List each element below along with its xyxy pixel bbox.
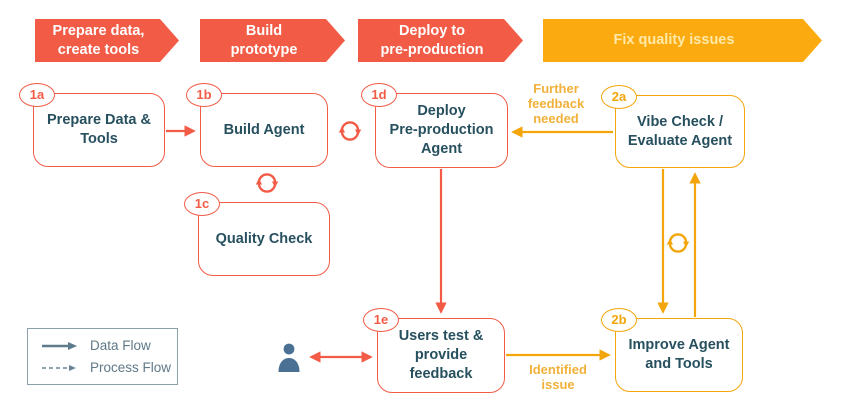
cycle-icon — [338, 121, 362, 141]
node-build-agent: 1b Build Agent — [186, 83, 328, 167]
stage-banner-label: Deploy to pre-production — [380, 23, 484, 58]
legend-label-process-flow: Process Flow — [90, 360, 172, 375]
node-label: Deploy Pre-production Agent — [389, 103, 494, 157]
badge-1d: 1d — [361, 83, 397, 107]
cycle-icon — [255, 173, 279, 193]
badge-2a: 2a — [601, 85, 637, 109]
stage-banner-label: Fix quality issues — [613, 32, 735, 49]
node-users-test-provide-feedback: 1e Users test & provide feedback — [363, 308, 505, 393]
badge-1b: 1b — [186, 83, 222, 107]
edge-label-further-feedback-needed: Further feedback needed — [527, 81, 585, 126]
badge-1a: 1a — [19, 83, 55, 107]
node-label: Quality Check — [215, 230, 313, 247]
legend: Data Flow Process Flow — [27, 328, 178, 385]
legend-row-data-flow: Data Flow — [41, 338, 177, 353]
node-label: Build Agent — [223, 121, 305, 138]
legend-row-process-flow: Process Flow — [41, 360, 177, 375]
node-vibe-check-evaluate-agent: 2a Vibe Check / Evaluate Agent — [601, 85, 745, 168]
stage-banner-fix-quality-issues: Fix quality issues — [543, 19, 822, 62]
node-label: Vibe Check / Evaluate Agent — [627, 113, 733, 149]
node-quality-check: 1c Quality Check — [184, 192, 330, 276]
cycle-icon — [666, 233, 690, 253]
node-prepare-data-tools: 1a Prepare Data & Tools — [19, 83, 165, 167]
badge-2b: 2b — [601, 308, 637, 332]
badge-1e: 1e — [363, 308, 399, 332]
stage-banner-build-prototype: Build prototype — [200, 19, 345, 62]
node-label: Users test & provide feedback — [398, 328, 484, 382]
node-label: Improve Agent and Tools — [628, 337, 730, 372]
stage-banner-prepare-data: Prepare data, create tools — [35, 19, 179, 62]
dashed-arrow-icon — [42, 364, 76, 371]
edge-label-identified-issue: Identified issue — [529, 362, 587, 392]
node-improve-agent-and-tools: 2b Improve Agent and Tools — [601, 308, 743, 392]
badge-1c: 1c — [184, 192, 220, 216]
node-label: Prepare Data & Tools — [47, 112, 151, 147]
person-icon — [278, 343, 300, 372]
node-deploy-preproduction-agent: 1d Deploy Pre-production Agent — [361, 83, 508, 168]
solid-arrow-icon — [42, 341, 77, 350]
stage-banner-label: Build prototype — [230, 23, 298, 58]
legend-label-data-flow: Data Flow — [90, 338, 151, 353]
stage-banner-deploy-preproduction: Deploy to pre-production — [358, 19, 523, 62]
stage-banner-label: Prepare data, create tools — [52, 23, 145, 58]
